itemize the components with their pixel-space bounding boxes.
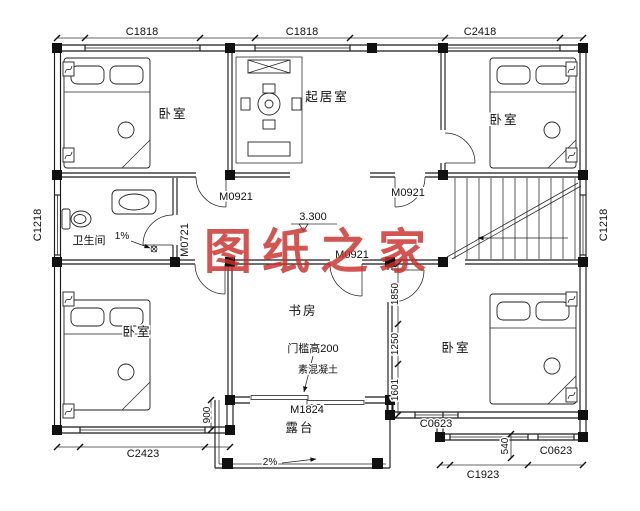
dim-540: 540 [500,437,511,454]
window-label-right: C1218 [598,209,610,241]
window-label-left: C1218 [32,209,44,241]
watermark-text: 图纸之家 [204,226,436,279]
dimension-lines [53,34,587,469]
dim-1250: 1250 [390,332,401,355]
annotation-graphics [130,223,337,464]
room-label-bedroom-tr: 卧室 [489,112,518,127]
concrete-label: 素混凝土 [298,363,338,376]
door-label-bedroom-tl: M0921 [219,191,253,203]
bath-slope-arrow [130,240,151,249]
corner-fixture-icon [565,147,578,163]
door-label-stair-hall: M0921 [391,187,425,199]
window-c1218-right [580,194,586,256]
terrace-slope-arrow [281,457,317,464]
elevation-label: 3.300 [299,211,327,223]
corner-fixture-icon [62,403,75,419]
window-c1818-top-mid [254,45,351,51]
labels: C1818 C1818 C2418 C1218 C1218 C2423 C192… [31,25,612,483]
bed-top-left [63,57,151,169]
dim-900: 900 [202,406,213,423]
window-label-br-lower: C0623 [540,445,572,457]
door-label-study: M0921 [335,249,369,261]
room-label-bedroom-br: 卧室 [441,340,470,355]
threshold-leader-arrow [303,355,314,393]
door-study [329,263,363,297]
corner-fixture-icon [565,387,578,403]
room-label-bedroom-tl: 卧室 [158,106,187,121]
door-stair-hall [394,176,426,208]
chair-icon [262,119,276,130]
room-label-study: 书房 [288,303,317,318]
corner-fixture-icon [62,61,75,77]
room-label-living: 起居室 [305,89,349,104]
window-c1818-top-left [84,45,201,51]
window-label-top-left: C1818 [126,26,158,38]
corner-fixture-icon [565,61,578,77]
threshold-label: 门槛高200 [287,341,338,355]
window-label-top-right: C2418 [464,26,496,38]
bathroom-fixtures [61,189,158,253]
window-c0623-upper [414,412,459,418]
terrace-slope-label: 2% [263,457,278,468]
door-terrace-sliding [250,395,365,405]
room-label-terrace: 露台 [285,420,314,435]
window-label-bottom-left: C2423 [127,448,159,460]
corner-fixture-icon [62,291,75,307]
window-c2418-top-right [444,45,561,51]
door-bathroom [142,214,174,246]
corner-fixture-icon [62,147,75,163]
window-c2423-bottom-left [79,427,206,433]
door-label-terrace: M1824 [290,404,324,416]
windows [54,45,586,440]
bed-bottom-left [63,299,151,411]
room-label-bedroom-bl: 卧室 [122,324,151,339]
exterior-walls [53,44,587,441]
living-room-furniture [235,56,303,164]
room-label-bathroom: 卫生间 [73,233,106,247]
window-c1923-bay [449,434,529,440]
dim-1601: 1601 [390,378,401,401]
door-bedroom-br [391,269,425,303]
door-label-bathroom: M0721 [179,223,191,257]
door-bedroom-bl [194,263,226,295]
columns [52,43,588,469]
door-bedroom-tr [444,132,476,164]
chair-icon [262,83,276,94]
bed-bottom-right [489,293,577,405]
chair-icon [240,97,251,111]
toilet-icon [61,208,71,230]
window-c0623-lower [537,434,575,440]
dim-1850: 1850 [390,282,401,305]
window-label-br-upper: C0623 [420,418,452,430]
chair-icon [291,97,302,111]
bath-slope-label: 1% [115,231,130,242]
floor-drain-icon [150,245,158,253]
corner-fixture-icon [565,291,578,307]
door-bedroom-tl [195,176,227,208]
window-label-top-mid: C1818 [286,26,318,38]
sofa-icon [247,141,291,157]
window-c1218-left [54,194,61,256]
rug [235,56,303,164]
terrace-outline [214,400,391,469]
elevation-mark-icon [298,223,309,232]
window-label-bay: C1923 [467,469,499,481]
stairs [446,178,582,260]
